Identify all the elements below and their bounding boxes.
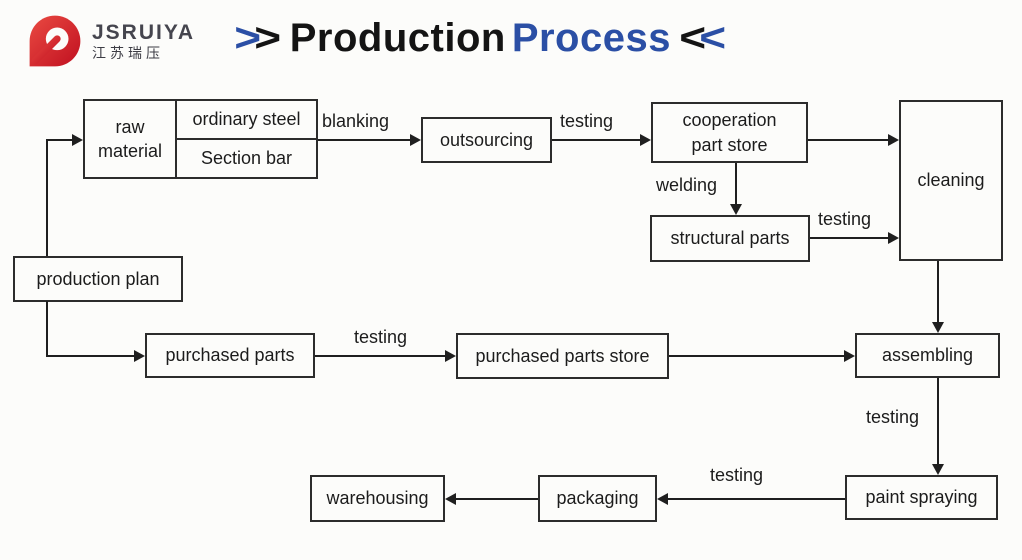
arrowhead-into-assembling-left xyxy=(844,350,855,362)
chevron-right-icon: > xyxy=(234,16,262,60)
node-ordinary-steel: ordinary steel xyxy=(177,101,316,140)
brand-name-chinese: 江苏瑞压 xyxy=(92,44,164,61)
node-label: part store xyxy=(691,134,768,155)
connector-plan-to-rawmaterial xyxy=(46,139,72,141)
node-section-bar: Section bar xyxy=(200,148,293,169)
node-label: material xyxy=(97,141,163,161)
connector-packaging-to-warehousing xyxy=(456,498,538,500)
connector-testing-5 xyxy=(668,498,845,500)
arrowhead-into-purchased-store xyxy=(445,350,456,362)
arrowhead-into-cooperation-store xyxy=(640,134,651,146)
node-warehousing: warehousing xyxy=(310,475,445,522)
arrowhead-into-warehousing xyxy=(445,493,456,505)
arrowhead-into-paint-spraying xyxy=(932,464,944,475)
edge-label-testing-2: testing xyxy=(818,209,872,229)
connector-testing-1 xyxy=(552,139,640,141)
edge-label-testing-4: testing xyxy=(866,407,920,427)
steel-types-column: ordinary steel Section bar xyxy=(177,101,316,177)
edge-label-testing-3: testing xyxy=(354,327,408,347)
connector-plan-to-purchased xyxy=(46,355,134,357)
connector-coop-to-cleaning xyxy=(808,139,888,141)
node-purchased-parts-store: purchased parts store xyxy=(456,333,669,379)
connector-cleaning-to-assembling xyxy=(937,261,939,322)
arrowhead-into-cleaning-top xyxy=(888,134,899,146)
node-production-plan: production plan xyxy=(13,256,183,302)
node-label: raw xyxy=(115,116,145,137)
connector-testing-2 xyxy=(810,237,888,239)
node-cleaning: cleaning xyxy=(899,100,1003,261)
jsruiya-logo-icon xyxy=(29,15,81,67)
chevron-left-icon: < xyxy=(699,16,727,60)
edge-label-blanking: blanking xyxy=(322,111,390,131)
node-raw-material-group: raw material ordinary steel Section bar xyxy=(83,99,318,179)
node-paint-spraying: paint spraying xyxy=(845,475,998,520)
connector-plan-to-rawmaterial xyxy=(46,139,48,256)
logo-text: JSRUIYA 江苏瑞压 xyxy=(92,21,195,61)
company-logo: JSRUIYA 江苏瑞压 xyxy=(28,14,195,68)
node-assembling: assembling xyxy=(855,333,1000,378)
node-packaging: packaging xyxy=(538,475,657,522)
chevron-right-icon: > xyxy=(254,16,282,60)
node-purchased-parts: purchased parts xyxy=(145,333,315,378)
node-label: cooperation xyxy=(682,110,777,131)
arrowhead-into-assembling xyxy=(932,322,944,333)
arrowhead-into-structural-parts xyxy=(730,204,742,215)
edge-label-testing-1: testing xyxy=(560,111,614,131)
arrowhead-into-outsourcing xyxy=(410,134,421,146)
arrowhead-into-cleaning-bottom xyxy=(888,232,899,244)
node-cooperation-part-store: cooperation part store xyxy=(651,102,808,163)
edge-label-welding: welding xyxy=(656,175,718,195)
title-word-process: Process xyxy=(511,16,671,60)
connector-testing-4 xyxy=(937,378,939,464)
arrowhead-into-raw-material xyxy=(72,134,83,146)
node-raw-material: raw material xyxy=(85,101,177,177)
connector-plan-to-purchased xyxy=(46,301,48,357)
chevron-left-icon: < xyxy=(679,16,707,60)
brand-name: JSRUIYA xyxy=(92,20,196,44)
arrowhead-into-purchased-parts xyxy=(134,350,145,362)
connector-testing-3 xyxy=(315,355,445,357)
node-outsourcing: outsourcing xyxy=(421,117,552,163)
node-structural-parts: structural parts xyxy=(650,215,810,262)
arrowhead-into-packaging xyxy=(657,493,668,505)
connector-blanking xyxy=(318,139,410,141)
title-word-production: Production xyxy=(289,16,506,60)
edge-label-testing-5: testing xyxy=(710,465,764,485)
connector-welding xyxy=(735,163,737,204)
connector-store-to-assembling xyxy=(669,355,844,357)
